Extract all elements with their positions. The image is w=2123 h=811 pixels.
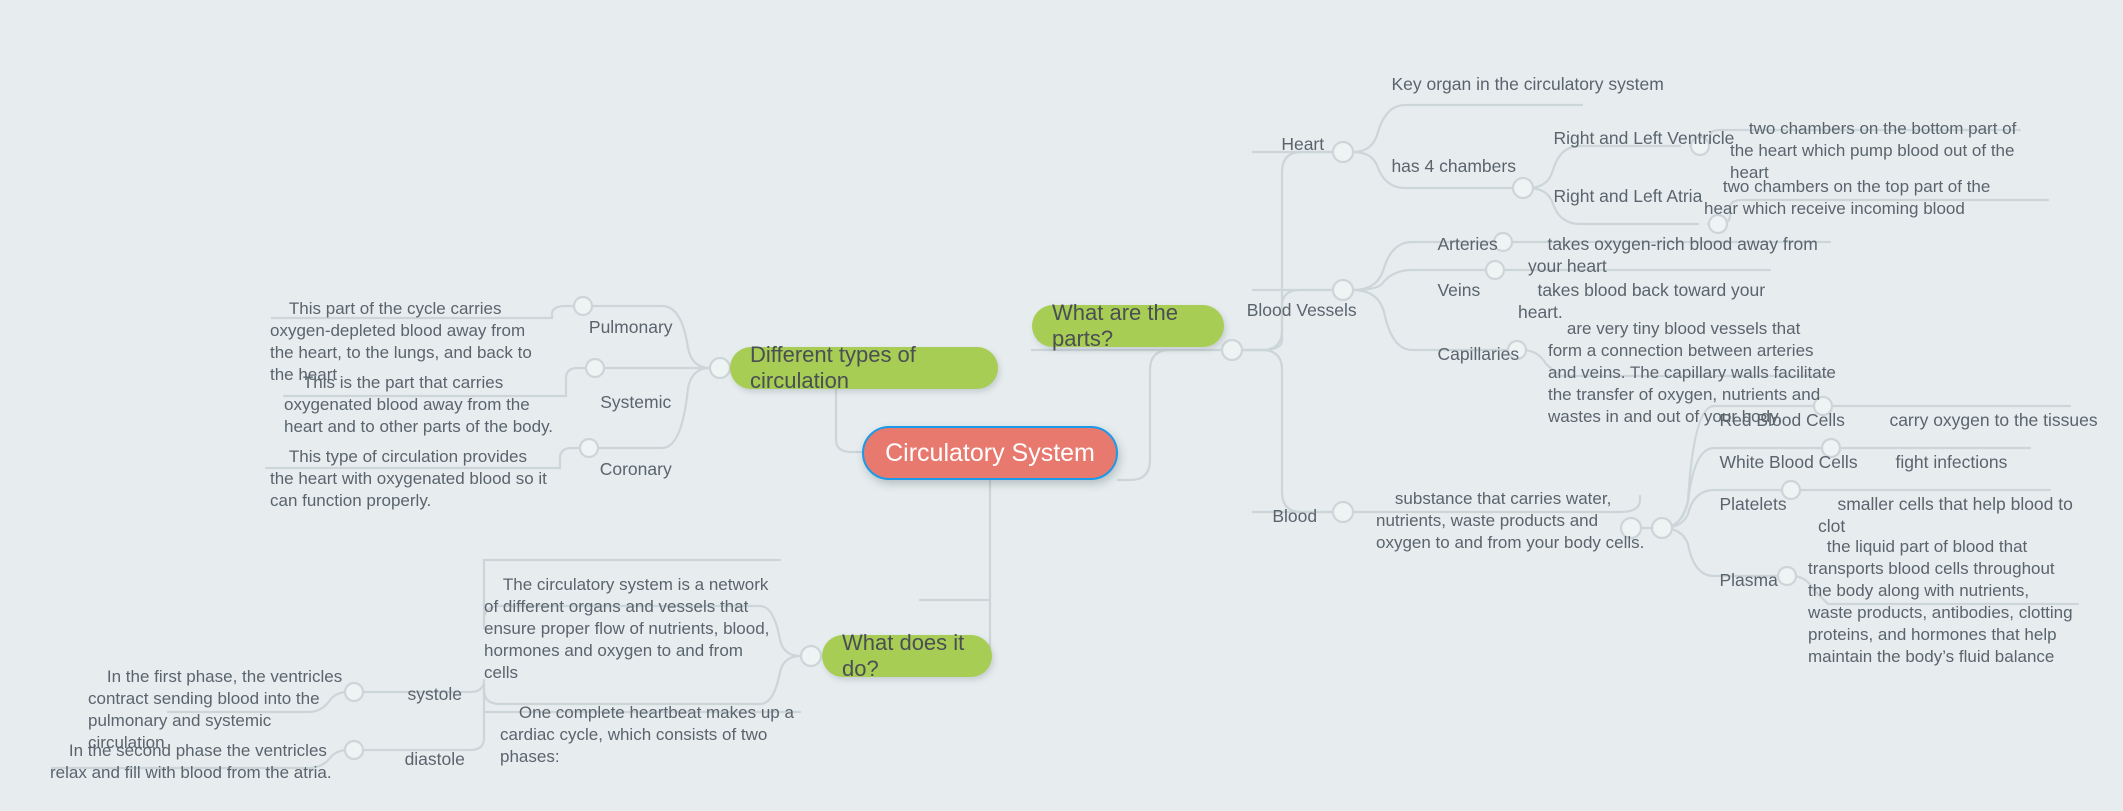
- note-red-blood-cells: carry oxygen to the tissues: [1889, 409, 2098, 430]
- note-plasma: the liquid part of blood that transports…: [1808, 537, 2078, 666]
- branch-label-what-are-the-parts: What are the parts?: [1052, 300, 1178, 351]
- node-diastole[interactable]: diastole: [404, 748, 465, 769]
- note-diastole: In the second phase the ventricles relax…: [50, 741, 332, 782]
- node-right-and-left-atria[interactable]: Right and Left Atria: [1553, 185, 1703, 206]
- note-circulatory-system-overview: The circulatory system is a network of d…: [484, 575, 775, 682]
- note-systemic: This is the part that carries oxygenated…: [284, 373, 554, 436]
- note-pulmonary: This part of the cycle carries oxygen-de…: [270, 299, 537, 384]
- node-systole[interactable]: systole: [407, 683, 462, 704]
- node-blood-vessels[interactable]: Blood Vessels: [1246, 299, 1357, 320]
- note-right-and-left-ventricle: two chambers on the bottom part of the h…: [1730, 119, 2022, 182]
- node-capillaries[interactable]: Capillaries: [1437, 343, 1520, 364]
- node-heart[interactable]: Heart: [1281, 133, 1325, 154]
- note-white-blood-cells: fight infections: [1895, 451, 2008, 472]
- node-pulmonary[interactable]: Pulmonary: [588, 316, 673, 337]
- node-veins[interactable]: Veins: [1437, 279, 1481, 300]
- node-plasma[interactable]: Plasma: [1719, 569, 1778, 590]
- node-systemic[interactable]: Systemic: [600, 391, 672, 412]
- node-arteries[interactable]: Arteries: [1437, 233, 1498, 254]
- node-blood[interactable]: Blood: [1272, 505, 1318, 526]
- note-cardiac-cycle: One complete heartbeat makes up a cardia…: [500, 703, 799, 766]
- node-platelets[interactable]: Platelets: [1719, 493, 1787, 514]
- note-right-and-left-atria: two chambers on the top part of the hear…: [1704, 177, 1996, 218]
- branch-node-different-types-of-circulation[interactable]: Different types of circulation: [730, 342, 998, 393]
- note-capillaries: are very tiny blood vessels that form a …: [1548, 319, 1841, 426]
- branch-node-what-does-it-do[interactable]: What does it do?: [822, 630, 992, 681]
- note-blood: substance that carries water, nutrients,…: [1376, 489, 1645, 552]
- note-heart-key-organ: Key organ in the circulatory system: [1391, 73, 1664, 94]
- note-systole: In the first phase, the ventricles contr…: [88, 667, 347, 752]
- branch-label-types-of-circulation: Different types of circulation: [750, 342, 916, 393]
- node-right-and-left-ventricle[interactable]: Right and Left Ventricle: [1553, 127, 1735, 148]
- branch-node-what-are-the-parts[interactable]: What are the parts?: [1032, 300, 1224, 351]
- node-coronary[interactable]: Coronary: [599, 458, 672, 479]
- root-node-circulatory-system[interactable]: Circulatory System: [862, 426, 1118, 480]
- note-heart-has-4-chambers: has 4 chambers: [1391, 155, 1516, 176]
- root-node-label: Circulatory System: [885, 438, 1095, 467]
- node-red-blood-cells[interactable]: Red Blood Cells: [1719, 409, 1845, 430]
- node-white-blood-cells[interactable]: White Blood Cells: [1719, 451, 1858, 472]
- note-veins: takes blood back toward your heart.: [1518, 279, 1770, 323]
- note-arteries: takes oxygen-rich blood away from your h…: [1528, 233, 1823, 277]
- note-coronary: This type of circulation provides the he…: [270, 447, 552, 510]
- branch-label-what-does-it-do: What does it do?: [842, 630, 965, 681]
- note-platelets: smaller cells that help blood to clot: [1818, 493, 2078, 537]
